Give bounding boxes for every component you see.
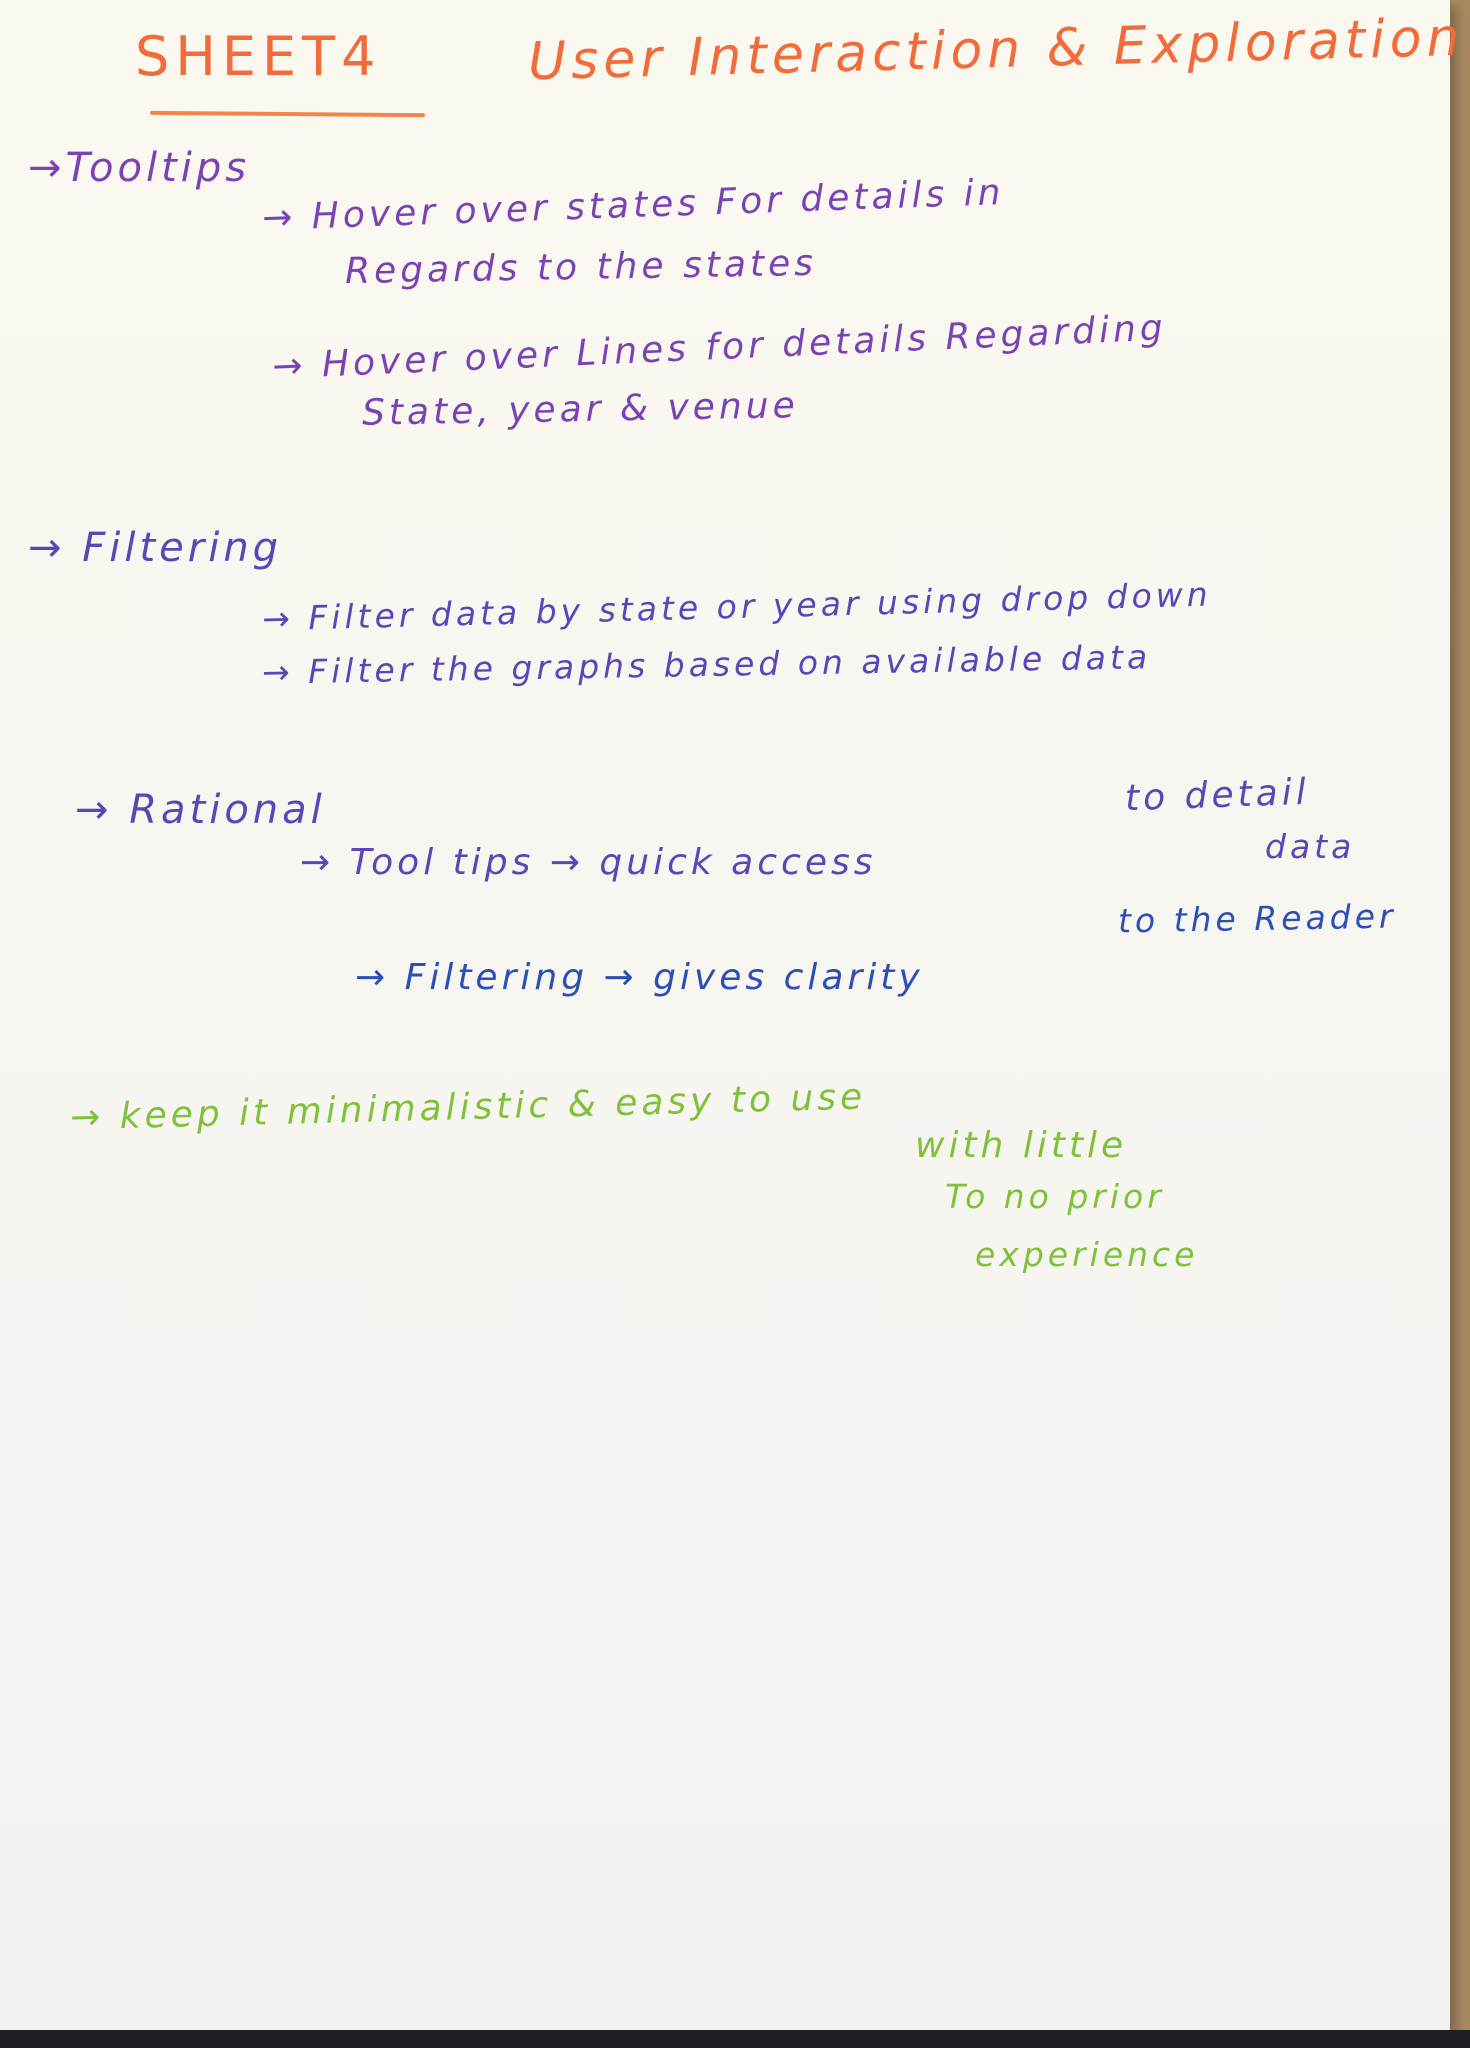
filtering-line-2: → Filter the graphs based on available d…	[261, 637, 1152, 692]
keep-line-3: To no prior	[945, 1177, 1165, 1216]
tooltips-line-1: → Hover over states For details in	[261, 172, 1006, 239]
keep-line-1: → keep it minimalistic & easy to use	[69, 1076, 867, 1139]
rational-line-2b: to the Reader	[1117, 896, 1397, 941]
filtering-heading: → Filtering	[28, 525, 283, 571]
rational-line-1c: data	[1265, 827, 1356, 866]
tooltips-line-3: → Hover over Lines for details Regarding	[271, 307, 1168, 388]
table-edge	[0, 2030, 1470, 2048]
tooltips-heading: →Tooltips	[28, 145, 251, 191]
keep-line-4: experience	[975, 1235, 1199, 1274]
tooltips-line-4: State, year & venue	[361, 385, 800, 434]
tooltips-line-2: Regards to the states	[344, 242, 818, 293]
page-heading: User Interaction & Exploration	[527, 7, 1466, 93]
rational-line-1a: → Tool tips → quick access	[300, 842, 877, 883]
rational-heading: → Rational	[75, 787, 326, 833]
title-underline	[149, 110, 426, 118]
sheet-title: SHEET4	[135, 25, 382, 88]
rational-line-2a: → Filtering → gives clarity	[355, 957, 924, 998]
keep-line-2: with little	[915, 1125, 1128, 1166]
rational-line-1b: to detail	[1124, 771, 1311, 820]
filtering-line-1: → Filter data by state or year using dro…	[261, 574, 1213, 639]
